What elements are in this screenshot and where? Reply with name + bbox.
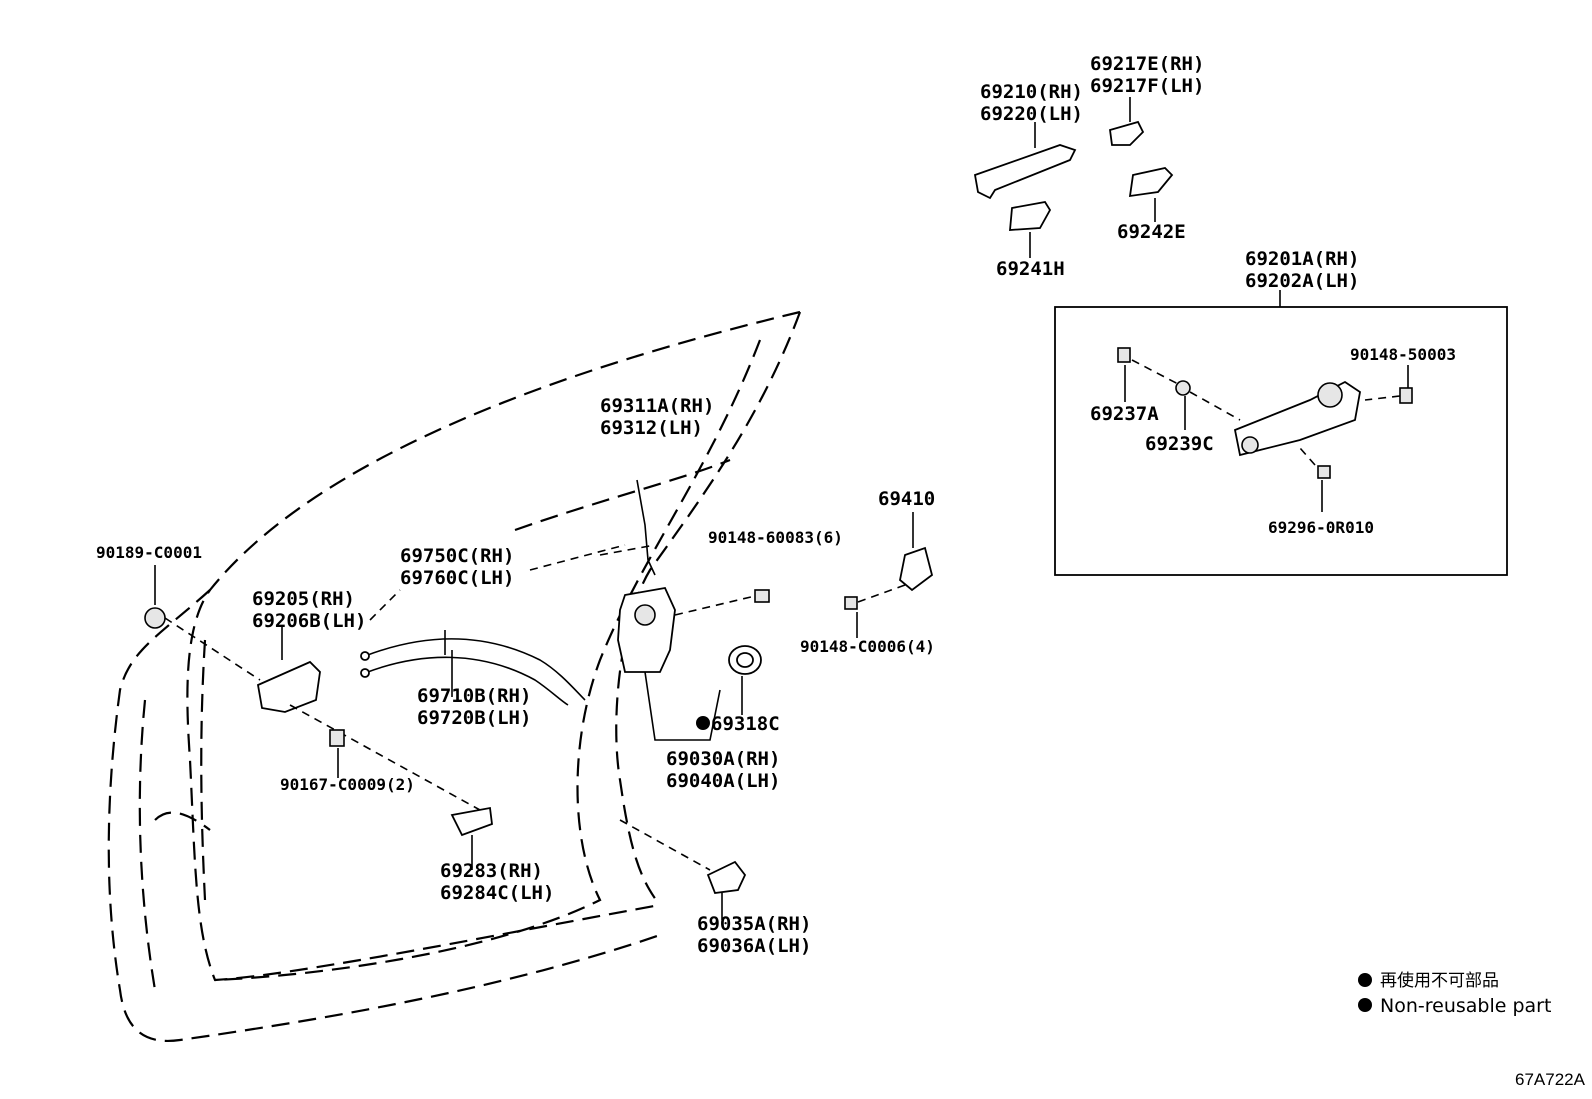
svg-text:69206B(LH): 69206B(LH) xyxy=(252,610,366,632)
svg-text:69283(RH): 69283(RH) xyxy=(440,860,543,882)
bolt-90148-60083[interactable] xyxy=(674,589,770,616)
inside-handle-69205[interactable] xyxy=(164,617,481,811)
label-69237: 69237A xyxy=(1090,403,1159,425)
hole-plug-69318[interactable] xyxy=(728,645,762,715)
svg-text:69030A(RH): 69030A(RH) xyxy=(666,748,780,770)
label-69239: 69239C xyxy=(1145,433,1214,455)
bolt-90148-C0006[interactable] xyxy=(844,596,858,638)
svg-text:69201A(RH): 69201A(RH) xyxy=(1245,248,1359,270)
legend-bullet-icon xyxy=(1358,998,1372,1012)
svg-text:69036A(LH): 69036A(LH) xyxy=(697,935,811,957)
svg-text:再使用不可部品: 再使用不可部品 xyxy=(1380,970,1499,991)
label-69296: 69296-0R010 xyxy=(1268,518,1374,537)
screw-69237[interactable] xyxy=(1117,347,1181,402)
label-69710: 69710B(RH) 69720B(LH) xyxy=(417,685,531,729)
label-69210: 69210(RH) 69220(LH) xyxy=(980,81,1083,125)
label-69030: 69030A(RH) 69040A(LH) xyxy=(666,748,780,792)
label-69750: 69750C(RH) 69760C(LH) xyxy=(400,545,514,589)
svg-text:69312(LH): 69312(LH) xyxy=(600,417,703,439)
svg-text:Non-reusable part: Non-reusable part xyxy=(1380,995,1551,1017)
label-69311: 69311A(RH) 69312(LH) xyxy=(600,395,714,439)
label-69201: 69201A(RH) 69202A(LH) xyxy=(1245,248,1359,292)
label-69318: 69318C xyxy=(696,713,780,735)
svg-text:69205(RH): 69205(RH) xyxy=(252,588,355,610)
screw-90167[interactable] xyxy=(329,729,345,778)
non-reusable-marker-icon xyxy=(696,716,710,730)
label-69283: 69283(RH) 69284C(LH) xyxy=(440,860,554,904)
svg-text:69311A(RH): 69311A(RH) xyxy=(600,395,714,417)
bolt-69296[interactable] xyxy=(1299,447,1331,512)
legend-bullet-icon xyxy=(1358,973,1372,987)
door-lock-assembly[interactable] xyxy=(617,586,721,741)
label-69217: 69217E(RH) 69217F(LH) xyxy=(1090,53,1204,97)
svg-text:69720B(LH): 69720B(LH) xyxy=(417,707,531,729)
figure-id: 67A722A xyxy=(1515,1070,1586,1089)
label-69410: 69410 xyxy=(878,488,935,510)
label-90167: 90167-C0009(2) xyxy=(280,775,415,794)
lock-cable-69710[interactable] xyxy=(360,630,586,706)
svg-text:69284C(LH): 69284C(LH) xyxy=(440,882,554,904)
label-69242: 69242E xyxy=(1117,221,1186,243)
handle-bezel-69283[interactable] xyxy=(450,806,493,870)
svg-text:69210(RH): 69210(RH) xyxy=(980,81,1083,103)
handle-pad-69241[interactable] xyxy=(1009,201,1052,258)
label-90148-50003: 90148-50003 xyxy=(1350,345,1456,364)
screw-69239[interactable] xyxy=(1175,380,1241,430)
outside-handle-frame-box xyxy=(1054,306,1508,576)
svg-text:69202A(LH): 69202A(LH) xyxy=(1245,270,1359,292)
svg-text:69040A(LH): 69040A(LH) xyxy=(666,770,780,792)
lock-cover-69035[interactable] xyxy=(619,819,747,920)
cable-link-69750 xyxy=(369,544,626,621)
svg-text:69217E(RH): 69217E(RH) xyxy=(1090,53,1204,75)
svg-text:69318C: 69318C xyxy=(711,713,780,735)
svg-text:69217F(LH): 69217F(LH) xyxy=(1090,75,1204,97)
striker-69410[interactable] xyxy=(857,512,934,603)
outside-handle-cover[interactable] xyxy=(973,122,1077,200)
handle-cap-69217[interactable] xyxy=(1109,97,1145,146)
label-69035: 69035A(RH) 69036A(LH) xyxy=(697,913,811,957)
lock-rod-69311[interactable] xyxy=(599,479,656,576)
svg-text:69760C(LH): 69760C(LH) xyxy=(400,567,514,589)
label-90148-60083: 90148-60083(6) xyxy=(708,528,843,547)
svg-text:69220(LH): 69220(LH) xyxy=(980,103,1083,125)
handle-pad-69242[interactable] xyxy=(1128,167,1174,222)
label-69241: 69241H xyxy=(996,258,1065,280)
svg-text:69750C(RH): 69750C(RH) xyxy=(400,545,514,567)
screw-90189[interactable] xyxy=(144,565,166,629)
svg-text:69710B(RH): 69710B(RH) xyxy=(417,685,531,707)
label-69205: 69205(RH) 69206B(LH) xyxy=(252,588,366,632)
bolt-90148-50003[interactable] xyxy=(1364,365,1413,404)
legend: 再使用不可部品 Non-reusable part xyxy=(1358,970,1551,1017)
svg-text:69035A(RH): 69035A(RH) xyxy=(697,913,811,935)
label-90148-C0006: 90148-C0006(4) xyxy=(800,637,935,656)
label-90189: 90189-C0001 xyxy=(96,543,202,562)
handle-frame-assembly[interactable] xyxy=(1233,380,1361,457)
